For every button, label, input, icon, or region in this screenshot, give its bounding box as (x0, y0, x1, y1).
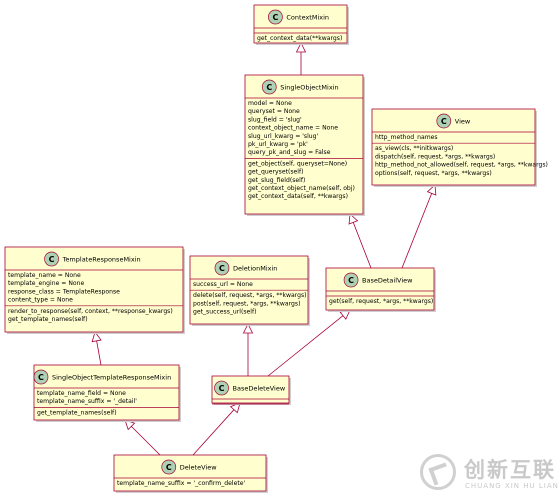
method: get_object(self, queryset=None) (248, 160, 347, 167)
logo-icon (420, 454, 456, 490)
class-icon-letter: C (49, 255, 55, 264)
attribute: slug_field = 'slug' (248, 116, 302, 123)
class-name-single-object-mixin: SingleObjectMixin (280, 83, 338, 91)
class-icon-letter: C (272, 13, 278, 22)
class-view: C View http_method_names as_view(cls, **ini… (371, 108, 548, 187)
class-icon: C (268, 9, 283, 25)
class-icon: C (436, 113, 452, 129)
method: http_method_not_allowed(self, request, *… (375, 162, 548, 169)
attribute: template_name_field = None (37, 390, 126, 397)
class-template-response-mixin: C TemplateResponseMixin template_name = No… (4, 246, 185, 334)
class-name-base-detail-view: BaseDetailView (362, 276, 413, 284)
method: get_slug_field(self) (248, 177, 305, 184)
watermark-cn: 创新互联 (464, 458, 556, 482)
watermark-en: CHUANG XIN HU LIAN (465, 482, 558, 490)
attribute: queryset = None (248, 108, 300, 115)
class-icon-letter: C (441, 117, 447, 126)
class-delete-view: C DeleteView template_name_suffix = '_conf… (113, 454, 268, 493)
class-icon-letter: C (38, 373, 44, 382)
attribute: http_method_names (375, 134, 438, 141)
class-name-delete-view: DeleteView (180, 463, 217, 471)
class-name-single-object-template-response-mixin: SingleObjectTemplateResponseMixin (52, 373, 171, 381)
inherits-base-delete-view-from-deletion-mixin (242, 323, 254, 376)
class-icon-letter: C (219, 264, 225, 273)
method: get_template_names(self) (8, 316, 88, 323)
class-name-view: View (455, 117, 471, 125)
class-icon-letter: C (348, 276, 354, 285)
inherits-base-detail-view-from-view (401, 184, 437, 269)
attribute: context_object_name = None (248, 125, 338, 132)
method: get(self, request, *args, **kwargs) (329, 298, 433, 305)
method: get_success_url(self) (193, 309, 257, 316)
inherits-delete-view-from-base-delete-view (192, 402, 241, 456)
inherits-base-detail-view-from-single-object-mixin (348, 213, 372, 269)
class-icon-letter: C (166, 463, 172, 472)
attribute: template_engine = None (8, 280, 84, 287)
attribute: slug_url_kwarg = 'slug' (248, 133, 319, 140)
inherits-delete-view-from-single-object-template-response-mixin (124, 419, 161, 456)
class-name-deletion-mixin: DeletionMixin (233, 264, 277, 272)
attribute: response_class = TemplateResponse (8, 288, 120, 295)
class-context-mixin: C ContextMixin get_context_data(**kwargs) (253, 4, 349, 45)
attribute: query_pk_and_slug = False (248, 149, 331, 156)
method: get_template_names(self) (37, 409, 117, 416)
class-base-detail-view: C BaseDetailView get(self, request, *args,… (325, 267, 436, 312)
attribute: content_type = None (8, 297, 73, 304)
class-icon: C (214, 260, 230, 276)
attribute: template_name_suffix = '_confirm_delete' (117, 480, 245, 487)
class-icon: C (343, 272, 359, 288)
class-base-delete-view: C BaseDeleteView (211, 375, 291, 405)
inheritance-arrows (91, 42, 437, 456)
watermark-logo: 创新互联 CHUANG XIN HU LIAN (420, 452, 558, 498)
attribute: pk_url_kwarg = 'pk' (248, 141, 308, 148)
class-icon: C (33, 369, 49, 385)
class-icon: C (261, 79, 277, 95)
attribute: template_name = None (8, 272, 81, 279)
method: post(self, request, *args, **kwargs) (193, 300, 300, 307)
class-icon: C (214, 380, 229, 396)
class-name-context-mixin: ContextMixin (286, 13, 329, 21)
method: render_to_response(self, context, **resp… (8, 308, 173, 315)
inherits-single-object-template-response-mixin-from-template-response-mixin (91, 331, 102, 366)
class-icon: C (44, 251, 59, 267)
method: dispatch(self, request, *args, **kwargs) (375, 153, 495, 160)
class-icon-letter: C (266, 83, 272, 92)
method: get_context_data(**kwargs) (257, 35, 342, 42)
method: delete(self, request, *args, **kwargs) (193, 292, 307, 299)
class-icon-letter: C (219, 384, 225, 393)
attribute: success_url = None (193, 281, 253, 288)
method: get_context_data(self, **kwargs) (248, 193, 348, 200)
class-name-template-response-mixin: TemplateResponseMixin (62, 255, 141, 263)
method: get_queryset(self) (248, 169, 303, 176)
class-single-object-template-response-mixin: C SingleObjectTemplateResponseMixin templa… (33, 364, 181, 422)
attribute: model = None (248, 100, 292, 107)
class-name-base-delete-view: BaseDeleteView (233, 384, 286, 392)
class-deletion-mixin: C DeletionMixin success_url = None delete(s… (189, 255, 310, 326)
inherits-single-object-mixin-from-context-mixin (295, 42, 307, 75)
class-icon: C (161, 459, 177, 475)
attribute: template_name_suffix = '_detail' (37, 398, 137, 405)
method: options(self, request, *args, **kwargs) (375, 170, 492, 177)
method: as_view(cls, **initkwargs) (375, 145, 453, 152)
method: get_context_object_name(self, obj) (248, 185, 355, 192)
